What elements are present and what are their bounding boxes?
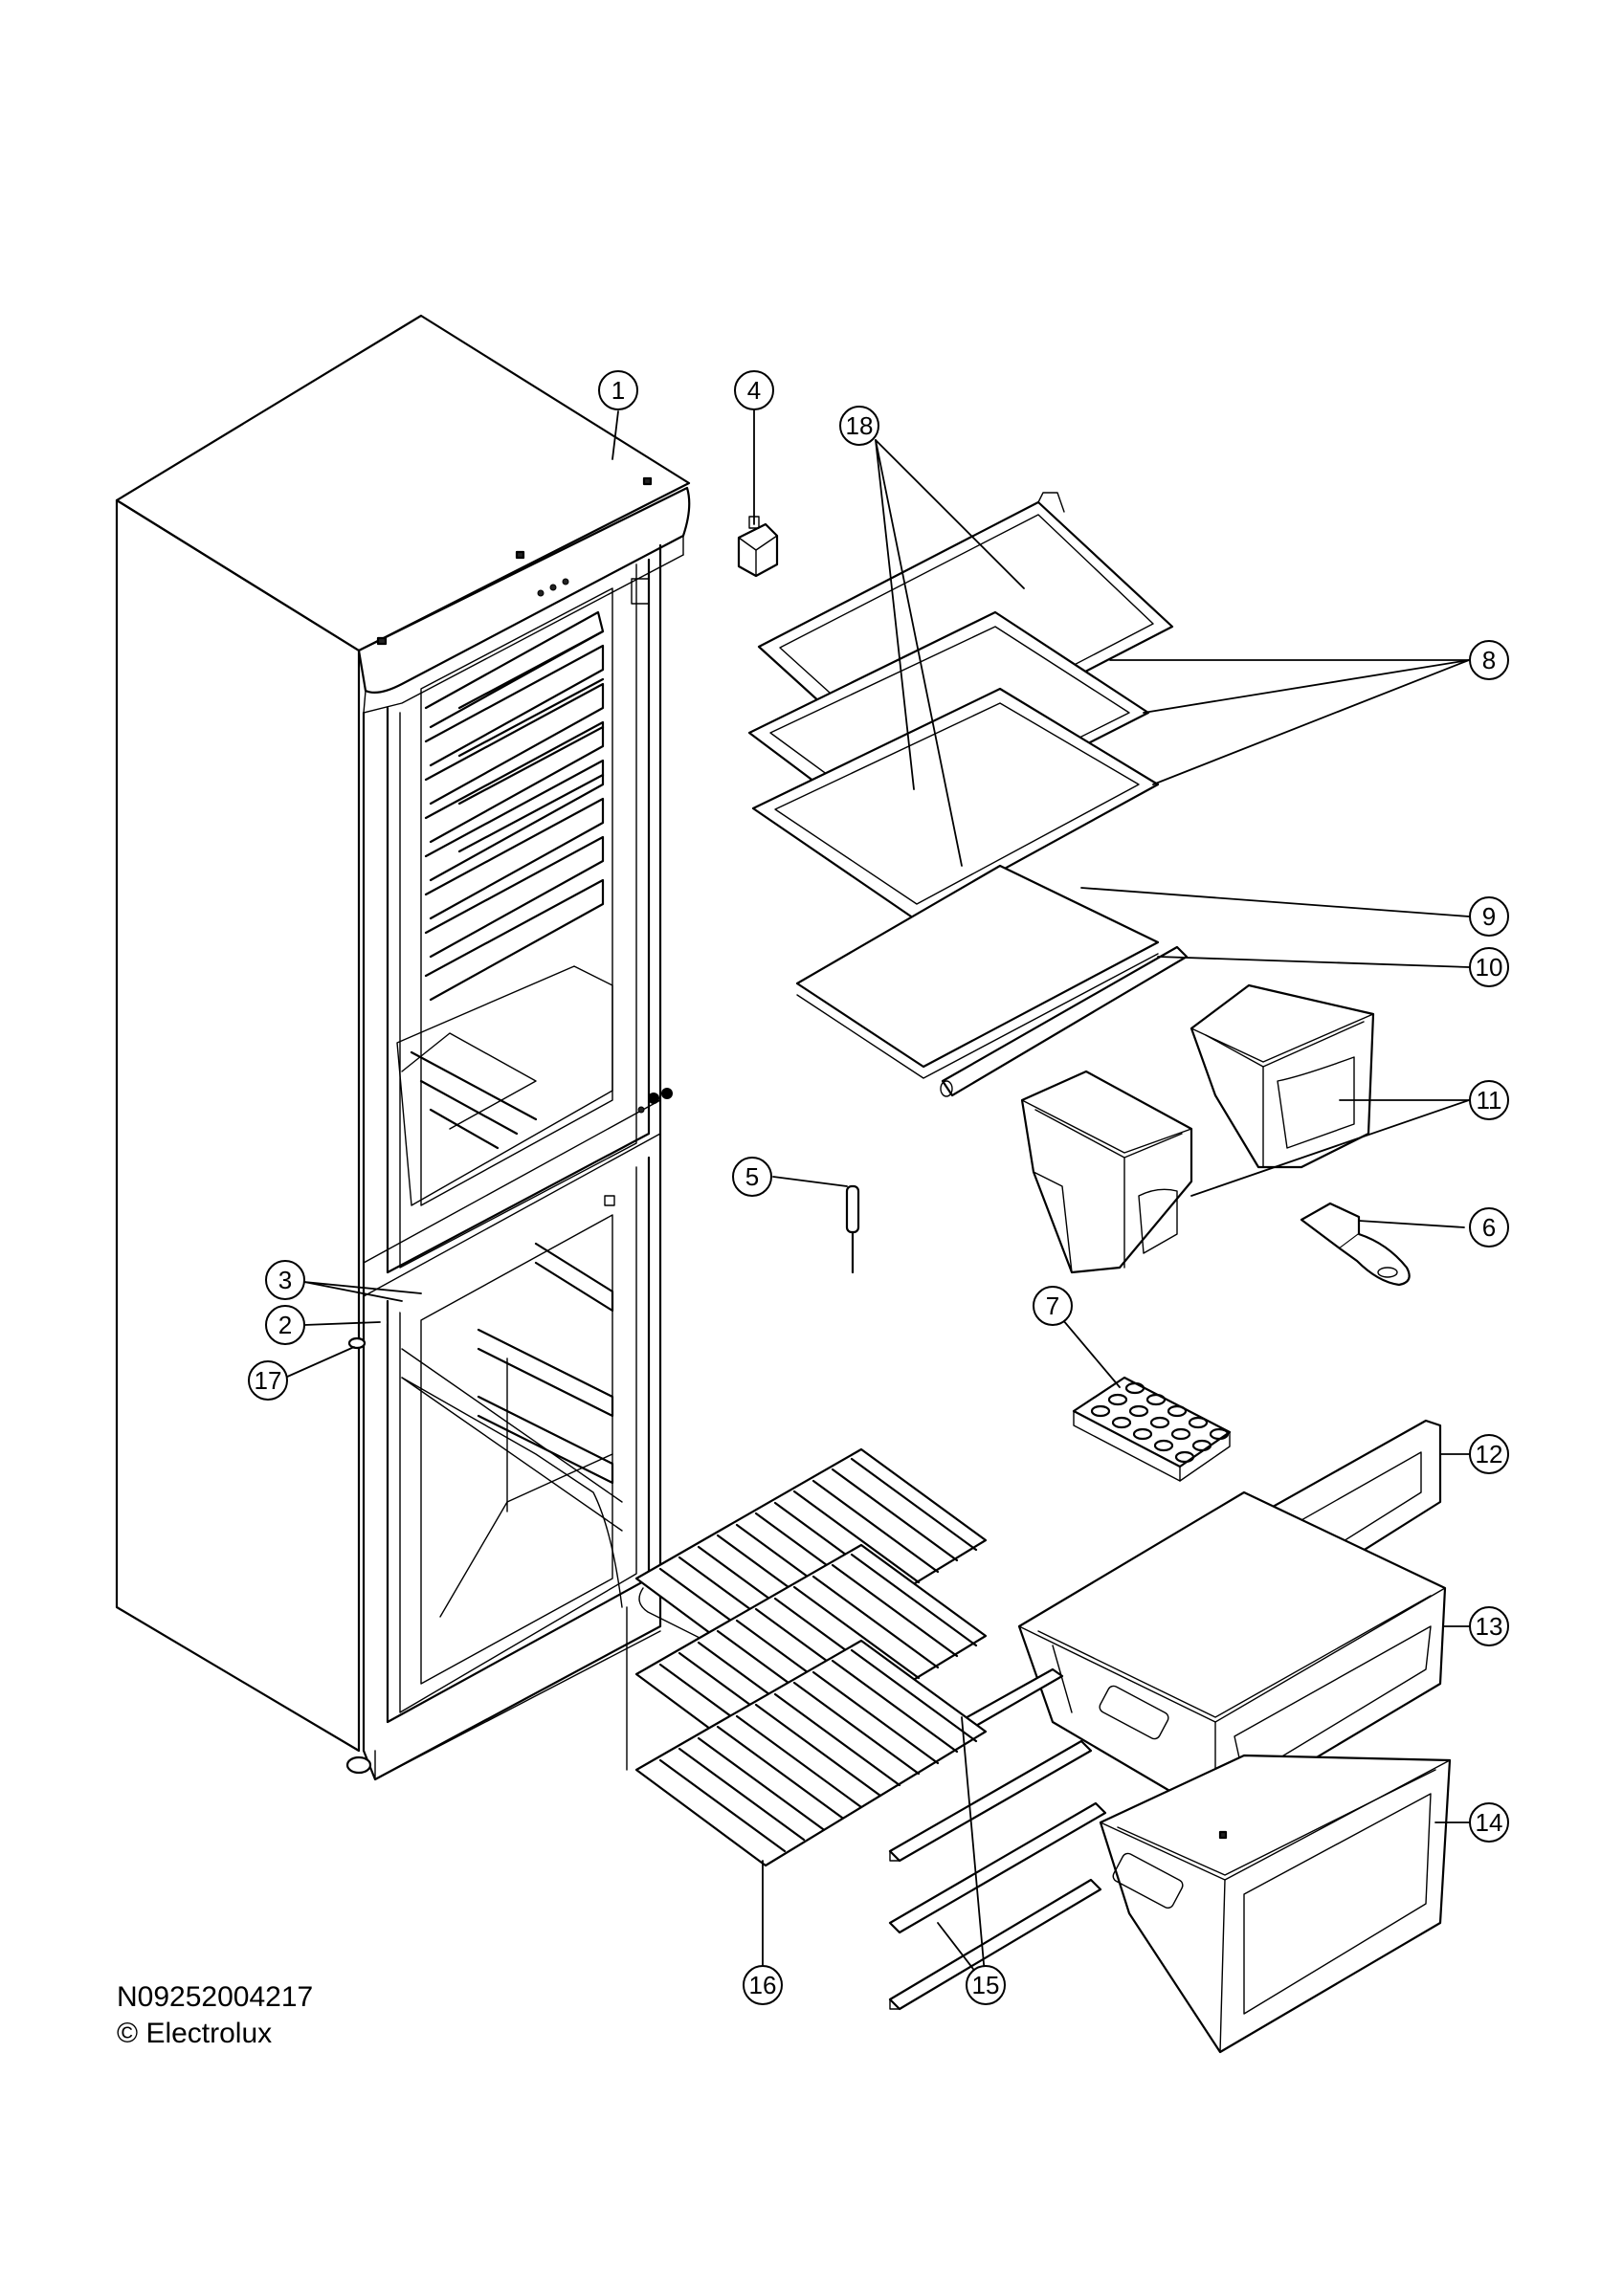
callout-17-label: 17 xyxy=(255,1366,282,1395)
drawing-code: N09252004217 xyxy=(117,1981,314,2013)
callout-17: 17 xyxy=(248,1360,288,1401)
crisper-drawer-upper xyxy=(1017,1490,1447,1820)
crisper-drawer-lower xyxy=(1099,1754,1452,2054)
callout-5-label: 5 xyxy=(745,1162,759,1191)
callout-10: 10 xyxy=(1469,947,1509,987)
callout-1-label: 1 xyxy=(611,376,625,405)
callout-8: 8 xyxy=(1469,640,1509,680)
callout-18: 18 xyxy=(839,406,879,446)
callout-11-label: 11 xyxy=(1477,1086,1502,1115)
ice-cube-tray xyxy=(1072,1376,1232,1482)
callout-5: 5 xyxy=(732,1157,772,1197)
callout-6-label: 6 xyxy=(1482,1213,1496,1242)
callout-2-label: 2 xyxy=(278,1311,292,1339)
callout-13: 13 xyxy=(1469,1606,1509,1646)
light-switch xyxy=(737,516,779,578)
callout-13-label: 13 xyxy=(1476,1612,1503,1641)
callout-2: 2 xyxy=(265,1305,305,1345)
glass-shelves xyxy=(747,492,1174,920)
callout-8-label: 8 xyxy=(1482,646,1496,674)
callout-10-label: 10 xyxy=(1476,953,1503,982)
ice-scraper xyxy=(1300,1202,1411,1287)
thermostat-knobs xyxy=(347,1286,431,1350)
callout-3-label: 3 xyxy=(278,1266,292,1294)
callout-16-label: 16 xyxy=(749,1971,777,1999)
callout-14-label: 14 xyxy=(1476,1808,1503,1837)
callout-4-label: 4 xyxy=(747,376,761,405)
callout-9: 9 xyxy=(1469,896,1509,937)
callout-11: 11 xyxy=(1469,1080,1509,1120)
callout-4: 4 xyxy=(734,370,774,410)
wire-shelves xyxy=(401,1377,988,1867)
callout-15-label: 15 xyxy=(972,1971,1000,1999)
copyright-notice: © Electrolux xyxy=(117,2018,273,2049)
refrigerator-cabinet xyxy=(115,314,691,1781)
callout-18-label: 18 xyxy=(846,411,874,440)
callout-12-label: 12 xyxy=(1476,1440,1503,1468)
callout-7: 7 xyxy=(1033,1286,1073,1326)
callout-16: 16 xyxy=(743,1965,783,2005)
glass-plate-and-trim xyxy=(795,864,1189,1097)
callout-9-label: 9 xyxy=(1482,902,1496,931)
drawer-rails xyxy=(888,1667,1107,2011)
callout-7-label: 7 xyxy=(1046,1292,1059,1320)
callout-14: 14 xyxy=(1469,1802,1509,1843)
callout-3: 3 xyxy=(265,1260,305,1300)
door-bins xyxy=(1020,983,1375,1274)
callout-15: 15 xyxy=(966,1965,1006,2005)
callout-1: 1 xyxy=(598,370,638,410)
callout-6: 6 xyxy=(1469,1207,1509,1247)
screwdriver xyxy=(845,1184,860,1274)
leader-lines xyxy=(284,408,1470,1986)
callout-12: 12 xyxy=(1469,1434,1509,1474)
